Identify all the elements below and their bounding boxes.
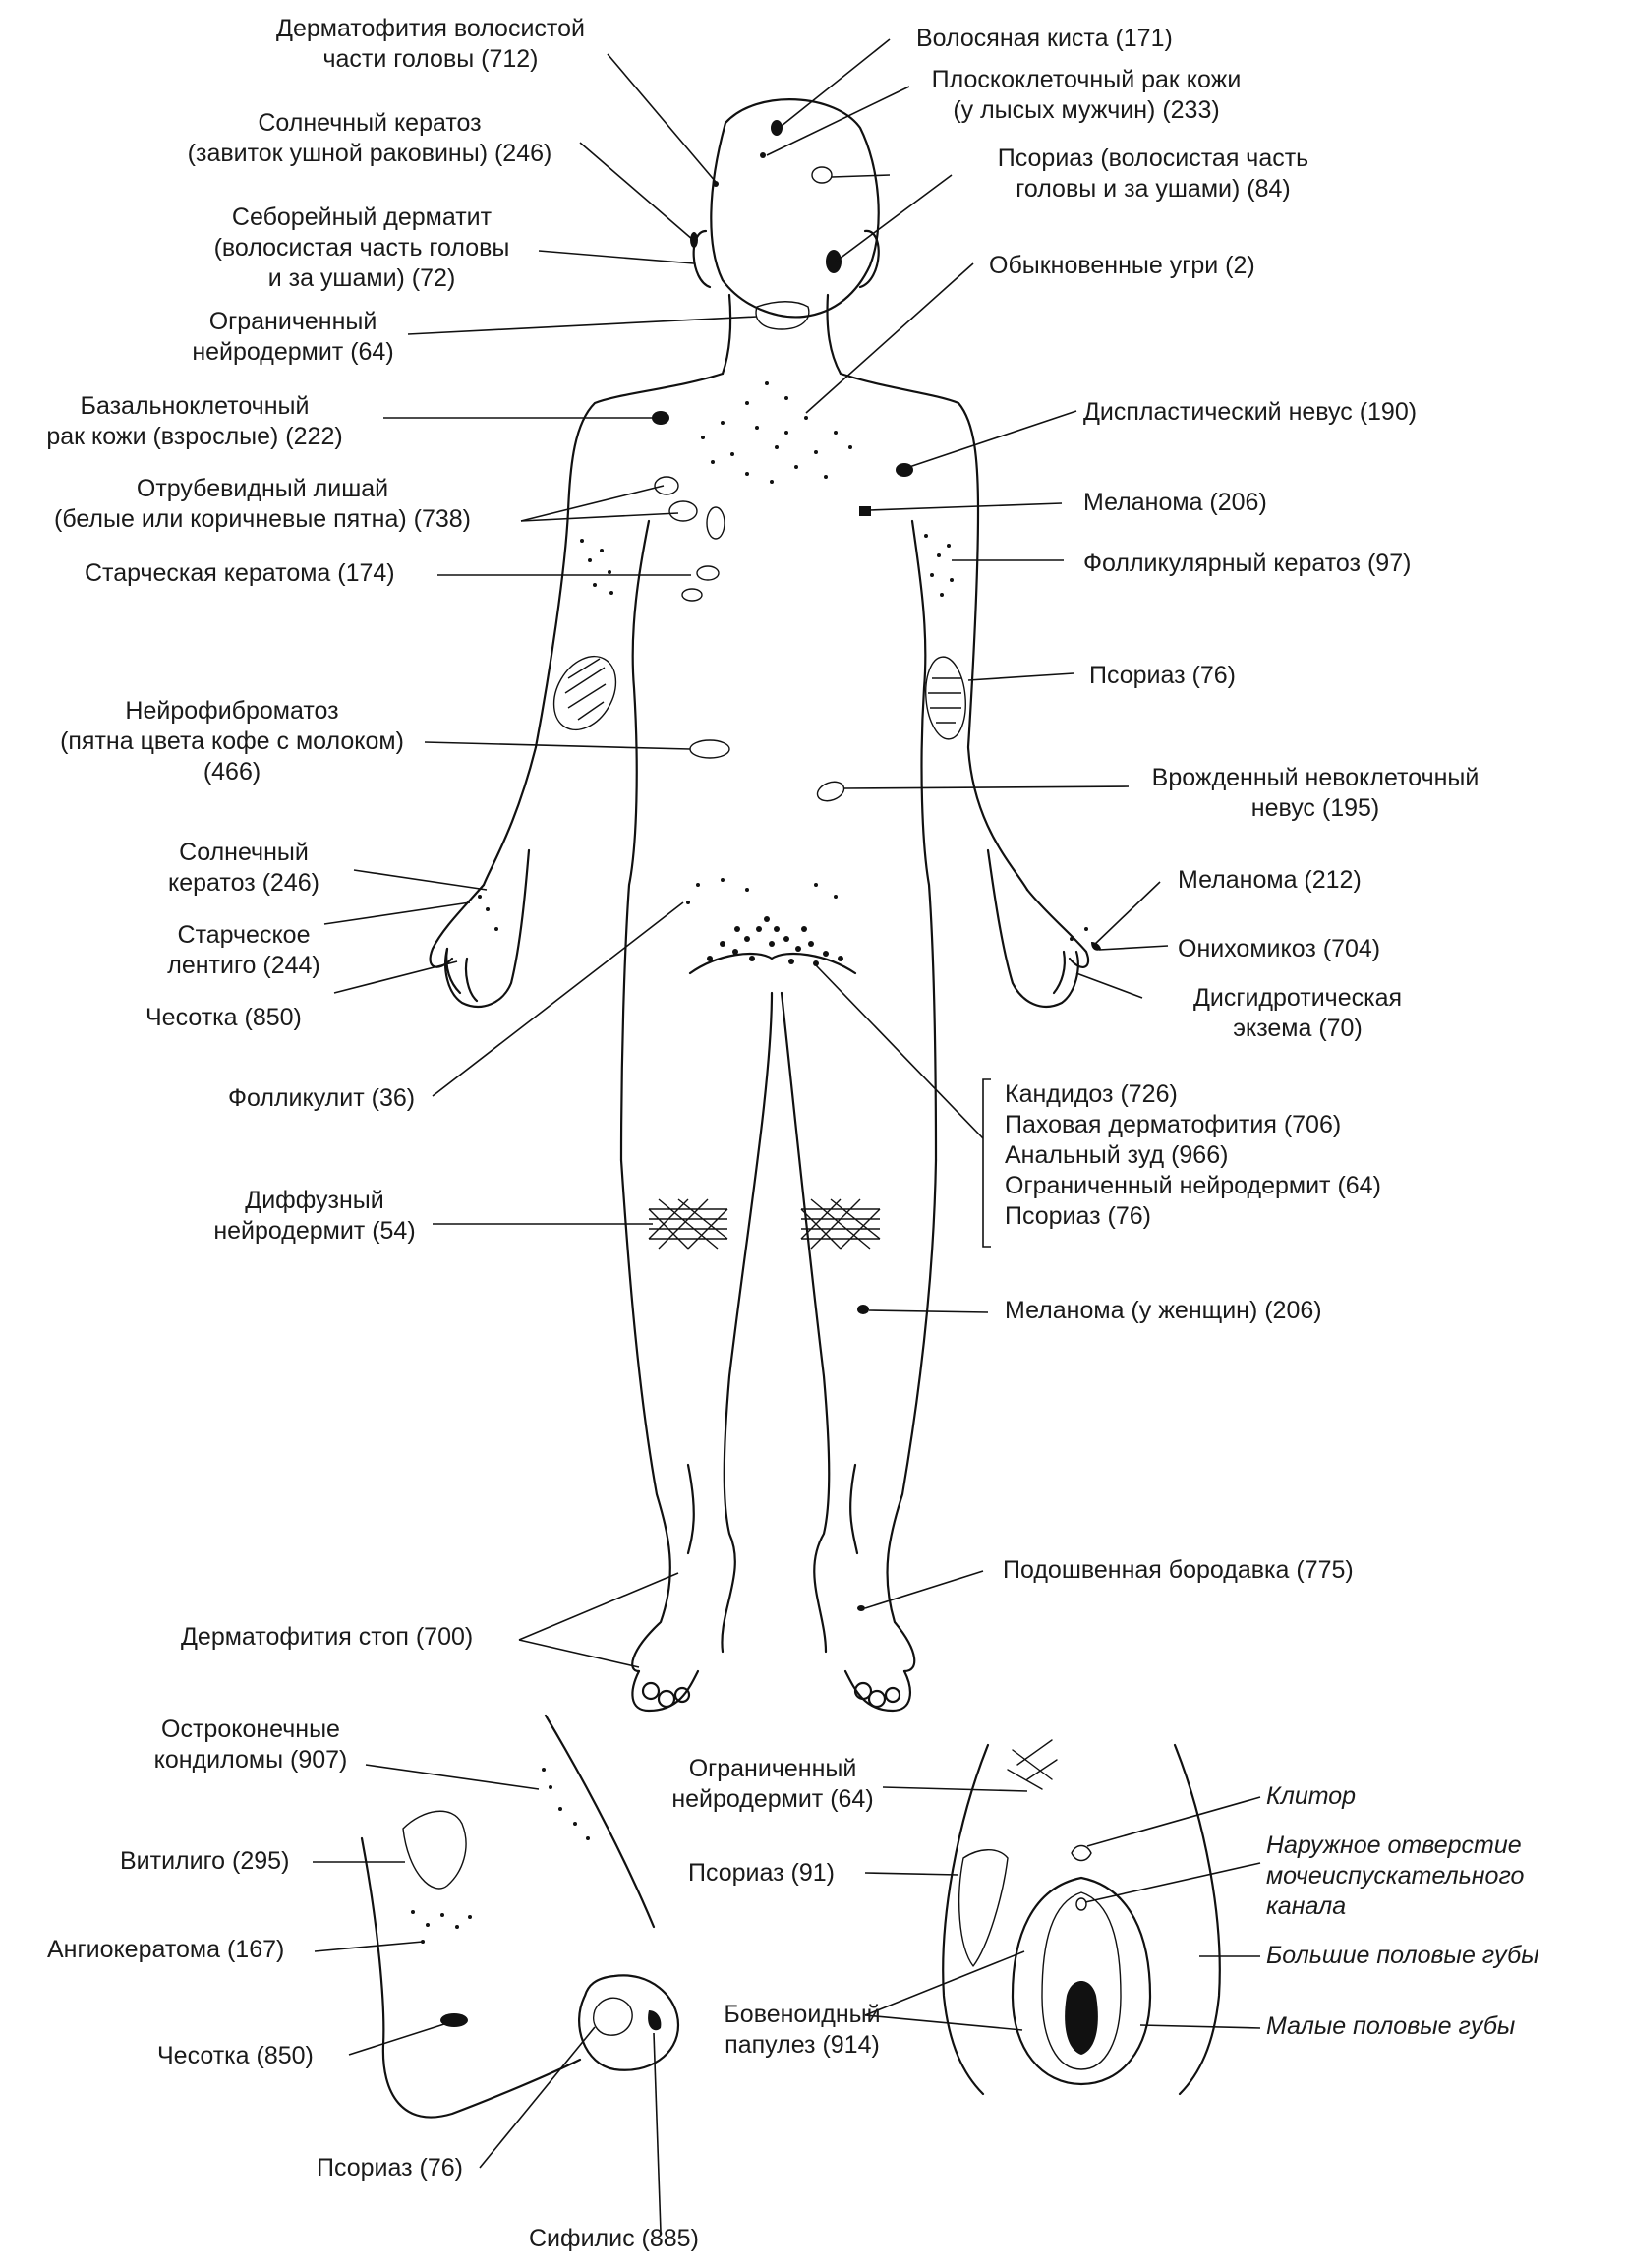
groin-dots [707,916,843,966]
label-neurofibromatosis: Нейрофиброматоз(пятна цвета кофе с молок… [60,697,404,785]
label-actinic-keratosis-ear: Солнечный кератоз(завиток ушной раковины… [187,109,552,167]
label-seborrheic-dermatitis: Себорейный дерматит(волосистая часть гол… [213,204,510,292]
label-groin-list: Кандидоз (726)Паховая дерматофития (706)… [1005,1080,1381,1230]
label-scabies-genital: Чесотка (850) [157,2042,314,2069]
label-psoriasis-elbow: Псориаз (76) [1089,662,1237,689]
label-scabies-hand: Чесотка (850) [145,1004,302,1031]
label-angiokeratoma: Ангиокератома (167) [47,1936,285,1963]
label-syphilis: Сифилис (885) [529,2225,699,2252]
label-labia-minora: Малые половые губы [1266,2012,1516,2040]
label-dysplastic-nevus: Диспластический невус (190) [1083,398,1418,426]
label-tinea-pedis: Дерматофития стоп (700) [181,1623,474,1651]
female-genital-inset [942,1739,1221,2096]
leader-lines [323,38,1169,1668]
label-melanoma-chest: Меланома (206) [1083,489,1267,516]
lesion-marks [478,120,1101,1611]
body-outline [429,98,1090,1713]
label-scc-bald: Плоскоклеточный рак кожи(у лысых мужчин)… [931,66,1242,124]
label-labia-majora: Большие половые губы [1266,1942,1539,1969]
male-inset-leaders [313,1764,662,2233]
label-folliculitis: Фолликулит (36) [228,1084,416,1112]
label-acne: Обыкновенные угри (2) [989,252,1255,279]
label-psoriasis-vulva: Псориаз (91) [688,1859,836,1887]
label-psoriasis-penis: Псориаз (76) [317,2154,464,2181]
label-melanoma-nail: Меланома (212) [1178,866,1362,894]
keratosis-dots [478,534,1088,941]
label-tinea-versicolor: Отрубевидный лишай(белые или коричневые … [54,475,471,533]
label-clitoris: Клитор [1266,1782,1357,1810]
label-onychomycosis: Онихомикоз (704) [1178,935,1381,962]
label-melanoma-women: Меланома (у женщин) (206) [1005,1297,1322,1324]
label-plantar-wart: Подошвенная бородавка (775) [1003,1556,1354,1584]
label-pilar-cyst: Волосяная киста (171) [916,25,1173,52]
label-keratosis-pilaris: Фолликулярный кератоз (97) [1083,550,1412,577]
acne-dots [701,381,852,484]
male-genital-inset [360,1714,680,2119]
label-seborrheic-keratosis: Старческая кератома (174) [85,559,395,587]
label-vitiligo: Витилиго (295) [120,1847,290,1875]
female-inset-leaders [864,1786,1261,2031]
